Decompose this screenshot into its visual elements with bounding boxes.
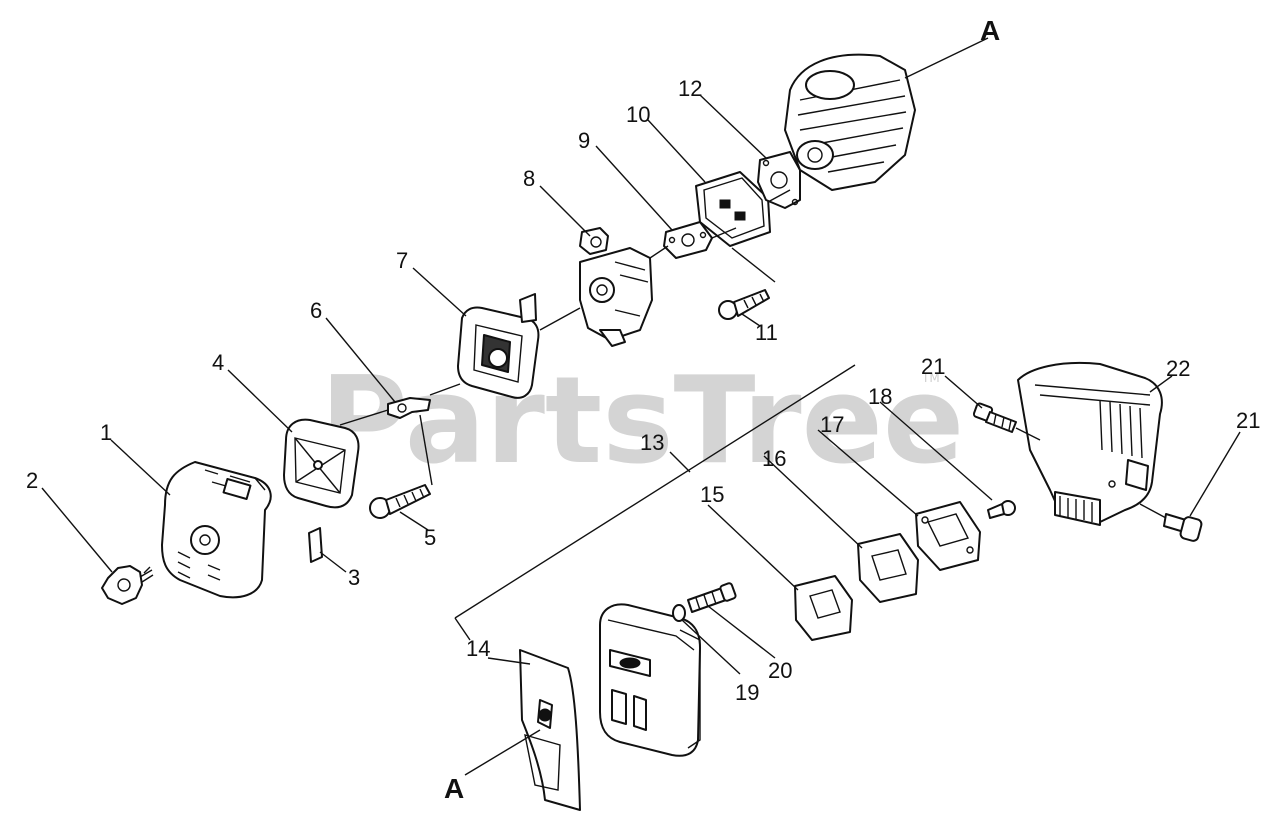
callout-4: 4	[212, 350, 224, 375]
part-8-carburetor[interactable]	[579, 227, 653, 347]
watermark-text: PartsTree	[320, 352, 964, 491]
part-4-air-filter[interactable]	[283, 418, 360, 509]
callout-labels: 1 2 3 4 5 6 7 8 9 10 11 12 13 14 15 16 1…	[26, 76, 1260, 705]
part-3-tag[interactable]	[308, 527, 323, 563]
part-5-bolt[interactable]	[369, 484, 431, 519]
part-15-muffler-gasket[interactable]	[794, 575, 853, 641]
part-6-bracket[interactable]	[387, 397, 431, 419]
reference-marker-a-top: A	[980, 15, 1000, 46]
part-17-exhaust-plate[interactable]	[915, 501, 981, 571]
part-7-air-cleaner-base[interactable]	[457, 293, 540, 399]
callout-9: 9	[578, 128, 590, 153]
callout-8: 8	[523, 166, 535, 191]
part-22-cylinder-cover[interactable]	[1017, 361, 1163, 526]
callout-6: 6	[310, 298, 322, 323]
part-14-heat-shield[interactable]	[519, 649, 581, 811]
callout-21a: 21	[921, 354, 945, 379]
part-11-screw[interactable]	[718, 289, 770, 320]
leader-lines	[41, 37, 1241, 776]
part-1-air-cleaner-cover[interactable]	[161, 461, 272, 599]
callout-16: 16	[762, 446, 786, 471]
callout-11: 11	[755, 320, 778, 345]
part-18-screw[interactable]	[987, 500, 1016, 519]
cylinder-assembly[interactable]	[784, 53, 916, 191]
callout-18: 18	[868, 384, 892, 409]
assembly-lines	[339, 189, 1167, 519]
callout-19: 19	[735, 680, 759, 705]
part-21-bolt-lower[interactable]	[1163, 513, 1203, 542]
callout-13: 13	[640, 430, 664, 455]
callout-10: 10	[626, 102, 650, 127]
callout-3: 3	[348, 565, 360, 590]
callout-20: 20	[768, 658, 792, 683]
callout-12: 12	[678, 76, 702, 101]
callout-17: 17	[820, 412, 844, 437]
part-10-insulator[interactable]	[695, 171, 771, 247]
part-21-bolt-upper[interactable]	[972, 402, 1017, 433]
part-12-cylinder-gasket[interactable]	[757, 151, 801, 209]
callout-14: 14	[466, 636, 490, 661]
part-19-washer[interactable]	[672, 604, 686, 622]
part-20-muffler-bolt[interactable]	[687, 582, 737, 613]
callout-5: 5	[424, 525, 436, 550]
callout-1: 1	[100, 420, 112, 445]
callout-21b: 21	[1236, 408, 1260, 433]
part-16-exhaust-gasket[interactable]	[857, 533, 919, 603]
part-2-knob[interactable]	[101, 565, 154, 605]
callout-2: 2	[26, 468, 38, 493]
callout-22: 22	[1166, 356, 1190, 381]
callout-15: 15	[700, 482, 724, 507]
muffler-group-bracket	[454, 364, 856, 641]
reference-marker-a-bottom: A	[444, 773, 464, 804]
watermark-trademark: TM	[921, 371, 940, 385]
muffler-body[interactable]	[599, 603, 701, 757]
part-9-carb-gasket[interactable]	[663, 221, 713, 259]
callout-7: 7	[396, 248, 408, 273]
